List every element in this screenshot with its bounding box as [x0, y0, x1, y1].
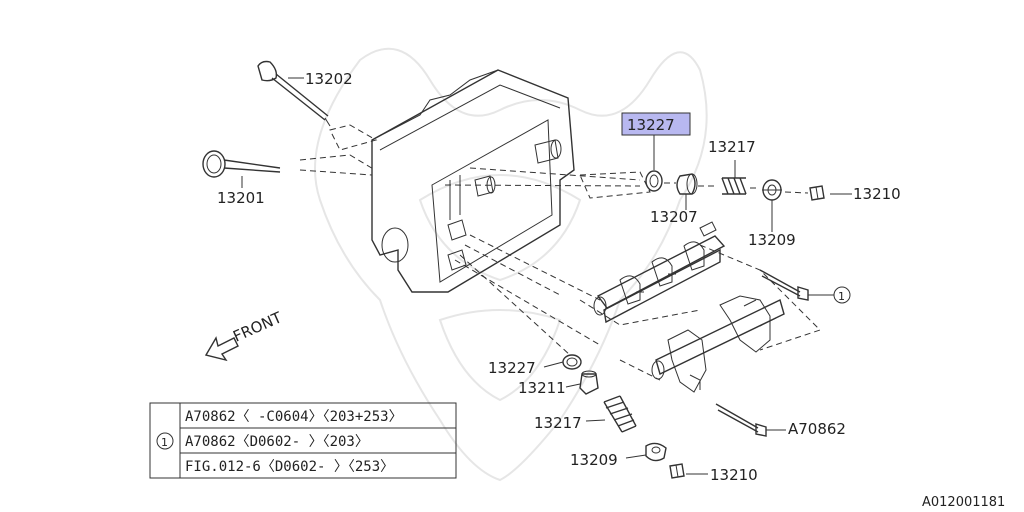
part-13210-lower: [669, 463, 685, 479]
note-table: [149, 402, 457, 479]
label-13207[interactable]: 13207: [650, 208, 698, 226]
label-13217-bottom[interactable]: 13217: [534, 414, 582, 432]
cylinder-head: [371, 69, 575, 293]
ref-circle-1[interactable]: [833, 286, 851, 304]
leader-lines: [241, 77, 852, 475]
part-13227-upper: [645, 170, 663, 192]
assembly-lines-top: [299, 124, 821, 381]
part-13209-upper: [762, 179, 782, 201]
watermark-emblem: [314, 47, 708, 482]
label-13227-highlight[interactable]: 13227: [627, 116, 675, 134]
label-13210-bottom[interactable]: 13210: [710, 466, 758, 484]
front-arrow: [204, 336, 239, 362]
note-table-ref: 1: [161, 436, 168, 449]
part-13207: [676, 173, 698, 195]
note-row-3: FIG.012-6〈D0602- 〉〈253〉: [185, 459, 394, 475]
bolt-upper: [759, 269, 809, 301]
part-13211: [579, 370, 599, 395]
label-13211[interactable]: 13211: [518, 379, 566, 397]
valve-13202: [257, 60, 331, 127]
ref-circle-1-label: 1: [838, 290, 845, 303]
diagram-id: A012001181: [922, 495, 1005, 510]
label-13201[interactable]: 13201: [217, 189, 265, 207]
part-13217-lower: [603, 395, 637, 433]
valve-13201: [202, 150, 281, 178]
label-13227-bottom[interactable]: 13227: [488, 359, 536, 377]
label-13210-top[interactable]: 13210: [853, 185, 901, 203]
highlight-box[interactable]: [621, 112, 691, 136]
label-A70862[interactable]: A70862: [788, 420, 846, 438]
note-row-2: A70862〈D0602- 〉〈203〉: [185, 434, 369, 450]
part-13210-upper: [809, 185, 825, 201]
note-row-1: A70862〈 -C0604〉〈203+253〉: [185, 409, 403, 425]
front-label: FRONT: [230, 308, 285, 346]
part-13227-lower: [562, 354, 582, 370]
label-13217-top[interactable]: 13217: [708, 138, 756, 156]
label-13202[interactable]: 13202: [305, 70, 353, 88]
label-13209-bottom[interactable]: 13209: [570, 451, 618, 469]
rocker-assembly-lower: [651, 295, 785, 393]
part-13209-lower: [645, 442, 667, 462]
bolt-lower: [715, 403, 767, 437]
part-13217-upper: [721, 177, 747, 195]
label-13209-top[interactable]: 13209: [748, 231, 796, 249]
rocker-assembly-upper: [593, 221, 726, 324]
